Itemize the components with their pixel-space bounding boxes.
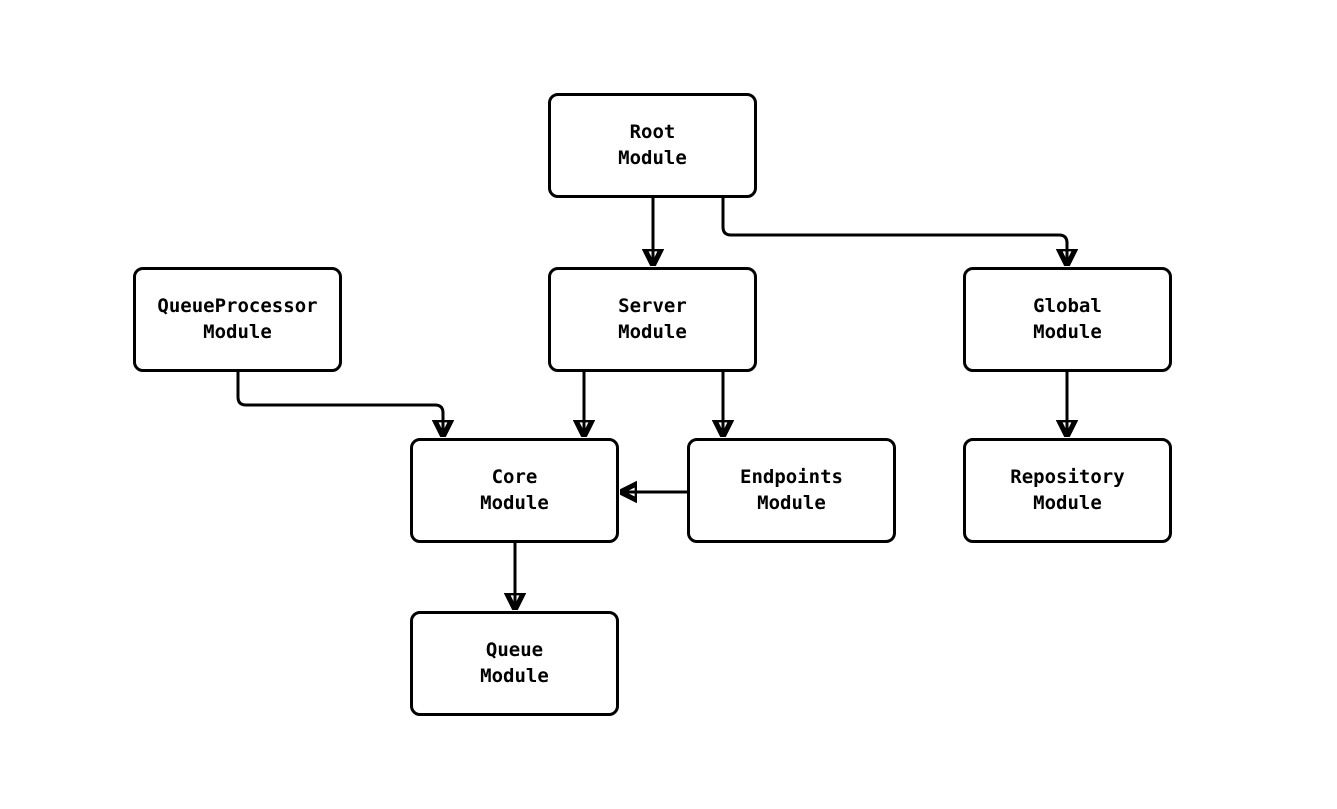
node-global-module-label: Global Module bbox=[1033, 294, 1102, 343]
node-root-module-label: Root Module bbox=[618, 120, 687, 169]
node-repository-module-label: Repository Module bbox=[1010, 465, 1125, 514]
node-core-module: Core Module bbox=[410, 438, 619, 543]
edge-root-to-global bbox=[721, 198, 1067, 265]
node-server-module: Server Module bbox=[548, 267, 757, 372]
node-repository-module: Repository Module bbox=[963, 438, 1172, 543]
node-queue-module-label: Queue Module bbox=[480, 638, 549, 687]
node-queueprocessor-module-label: QueueProcessor Module bbox=[157, 294, 318, 343]
node-root-module: Root Module bbox=[548, 93, 757, 198]
node-queueprocessor-module: QueueProcessor Module bbox=[133, 267, 342, 372]
edge-queueprocessor-to-core bbox=[236, 372, 443, 436]
node-core-module-label: Core Module bbox=[480, 465, 549, 514]
node-queue-module: Queue Module bbox=[410, 611, 619, 716]
node-server-module-label: Server Module bbox=[618, 294, 687, 343]
node-endpoints-module: Endpoints Module bbox=[687, 438, 896, 543]
node-endpoints-module-label: Endpoints Module bbox=[740, 465, 843, 514]
node-global-module: Global Module bbox=[963, 267, 1172, 372]
